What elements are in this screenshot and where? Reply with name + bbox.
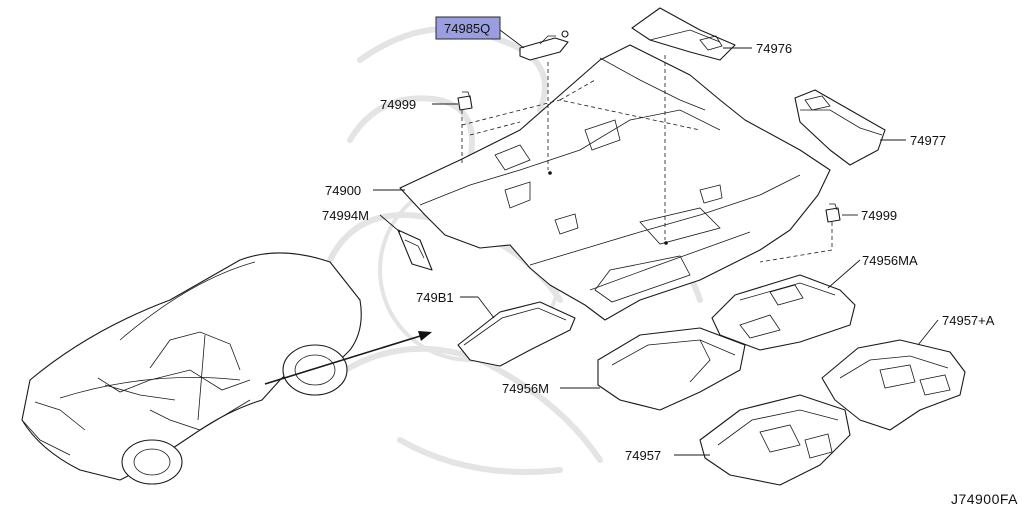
callout-74999-top[interactable]: 74999 <box>380 97 416 112</box>
trim-panel-74976 <box>631 7 736 61</box>
trunk-tray-74957a <box>821 339 966 431</box>
leader-lines <box>373 29 939 456</box>
floor-carpet <box>399 44 831 321</box>
callout-74956ma[interactable]: 74956MA <box>862 253 918 268</box>
clip-74999-right <box>825 203 841 223</box>
callout-74900[interactable]: 74900 <box>325 183 361 198</box>
callout-74957a[interactable]: 74957+A <box>942 313 995 328</box>
callout-74985q[interactable]: 74985Q <box>444 21 490 36</box>
callout-74994m[interactable]: 74994M <box>322 208 369 223</box>
callout-749b1[interactable]: 749B1 <box>416 290 454 305</box>
trim-panel-74977 <box>794 89 886 166</box>
car-illustration <box>21 252 362 485</box>
drawing-code: J74900FA <box>951 491 1018 507</box>
assembly-dash-lines <box>461 55 833 263</box>
bracket-74994m <box>397 229 433 271</box>
floor-mat-749b1 <box>457 301 576 367</box>
highlight-box <box>435 16 501 40</box>
clip-74999-top <box>457 91 473 111</box>
trunk-liner-74956m <box>597 327 746 411</box>
callout-74977[interactable]: 74977 <box>910 133 946 148</box>
trunk-board-74956ma <box>711 274 856 351</box>
pointer-arrow <box>264 331 432 385</box>
callout-74956m[interactable]: 74956M <box>502 381 549 396</box>
trunk-tray-74957 <box>699 394 851 486</box>
callout-74999-right[interactable]: 74999 <box>861 208 897 223</box>
clip-74985q <box>519 30 569 61</box>
callout-74957[interactable]: 74957 <box>625 448 661 463</box>
callout-74976[interactable]: 74976 <box>756 41 792 56</box>
